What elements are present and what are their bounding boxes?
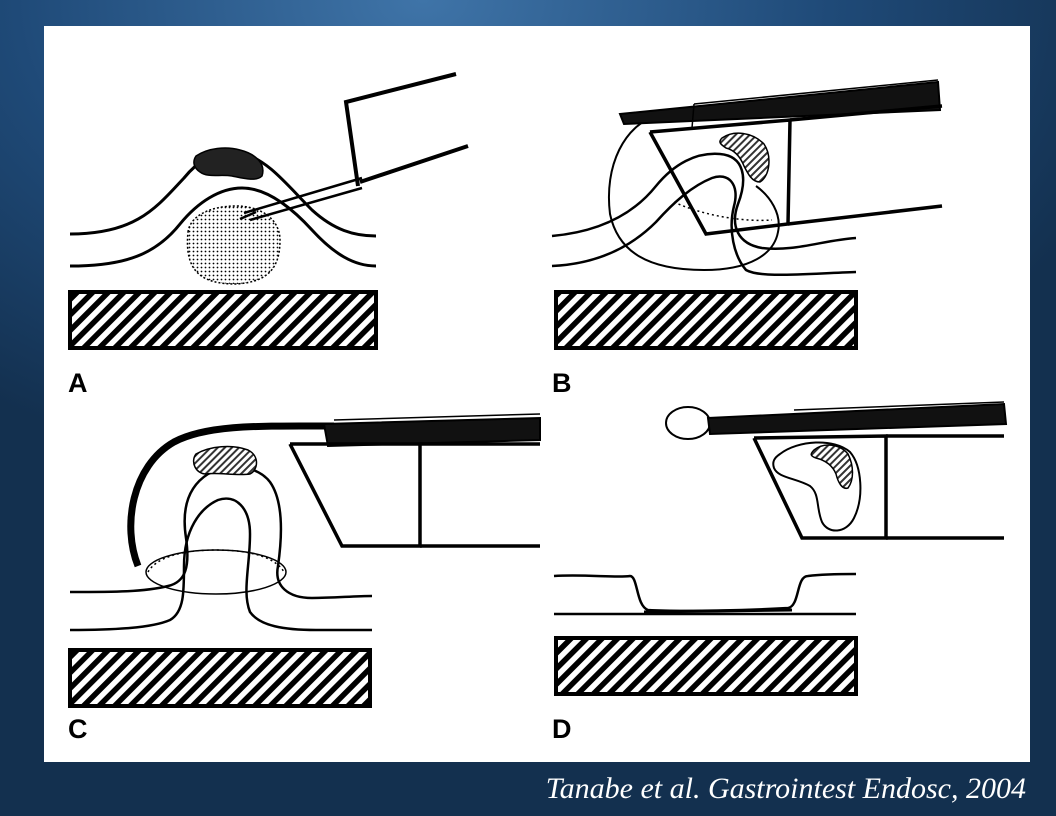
figure-panel: A B C D xyxy=(44,26,1030,762)
injection-needle-a xyxy=(239,72,469,222)
endoscope-cap-c xyxy=(288,413,541,548)
panel-c xyxy=(68,413,541,708)
lesion-c xyxy=(192,445,258,476)
submucosal-fluid-a xyxy=(186,205,281,285)
lesion-d xyxy=(810,444,854,490)
lesion-b xyxy=(719,132,770,183)
snare-tip-d xyxy=(665,406,711,440)
mucosa-inner-a xyxy=(69,186,377,268)
snare-loop-c xyxy=(145,549,287,595)
cap-suction-outline-b xyxy=(608,113,780,272)
muscle-layer-a xyxy=(68,290,378,350)
panel-a xyxy=(68,72,469,350)
panel-label-c: C xyxy=(68,714,88,744)
snare-sheath-c xyxy=(127,422,335,568)
endoscope-cap-d xyxy=(706,401,1008,540)
mucosa-outer-c xyxy=(69,465,373,600)
muscle-layer-d xyxy=(554,636,858,696)
defect-floor-d xyxy=(643,608,793,614)
mucosa-inner-c xyxy=(69,497,372,632)
lesion-a xyxy=(193,147,264,180)
panel-d xyxy=(553,401,1008,696)
panel-b xyxy=(551,79,943,350)
panel-label-a: A xyxy=(68,368,88,398)
muscle-layer-c xyxy=(68,648,372,708)
citation-caption: Tanabe et al. Gastrointest Endosc, 2004 xyxy=(545,772,1026,805)
mucosa-inner-b xyxy=(551,175,857,277)
muscle-layer-b xyxy=(554,290,858,350)
mucosa-outer-b xyxy=(551,152,857,250)
panel-label-d: D xyxy=(552,714,572,744)
panel-label-b: B xyxy=(552,368,572,398)
snare-back-c xyxy=(147,549,285,573)
resection-defect-d xyxy=(553,572,857,613)
endoscope-cap-b xyxy=(618,79,943,236)
dotted-cut-b xyxy=(673,201,773,222)
emr-diagram xyxy=(68,72,1008,708)
